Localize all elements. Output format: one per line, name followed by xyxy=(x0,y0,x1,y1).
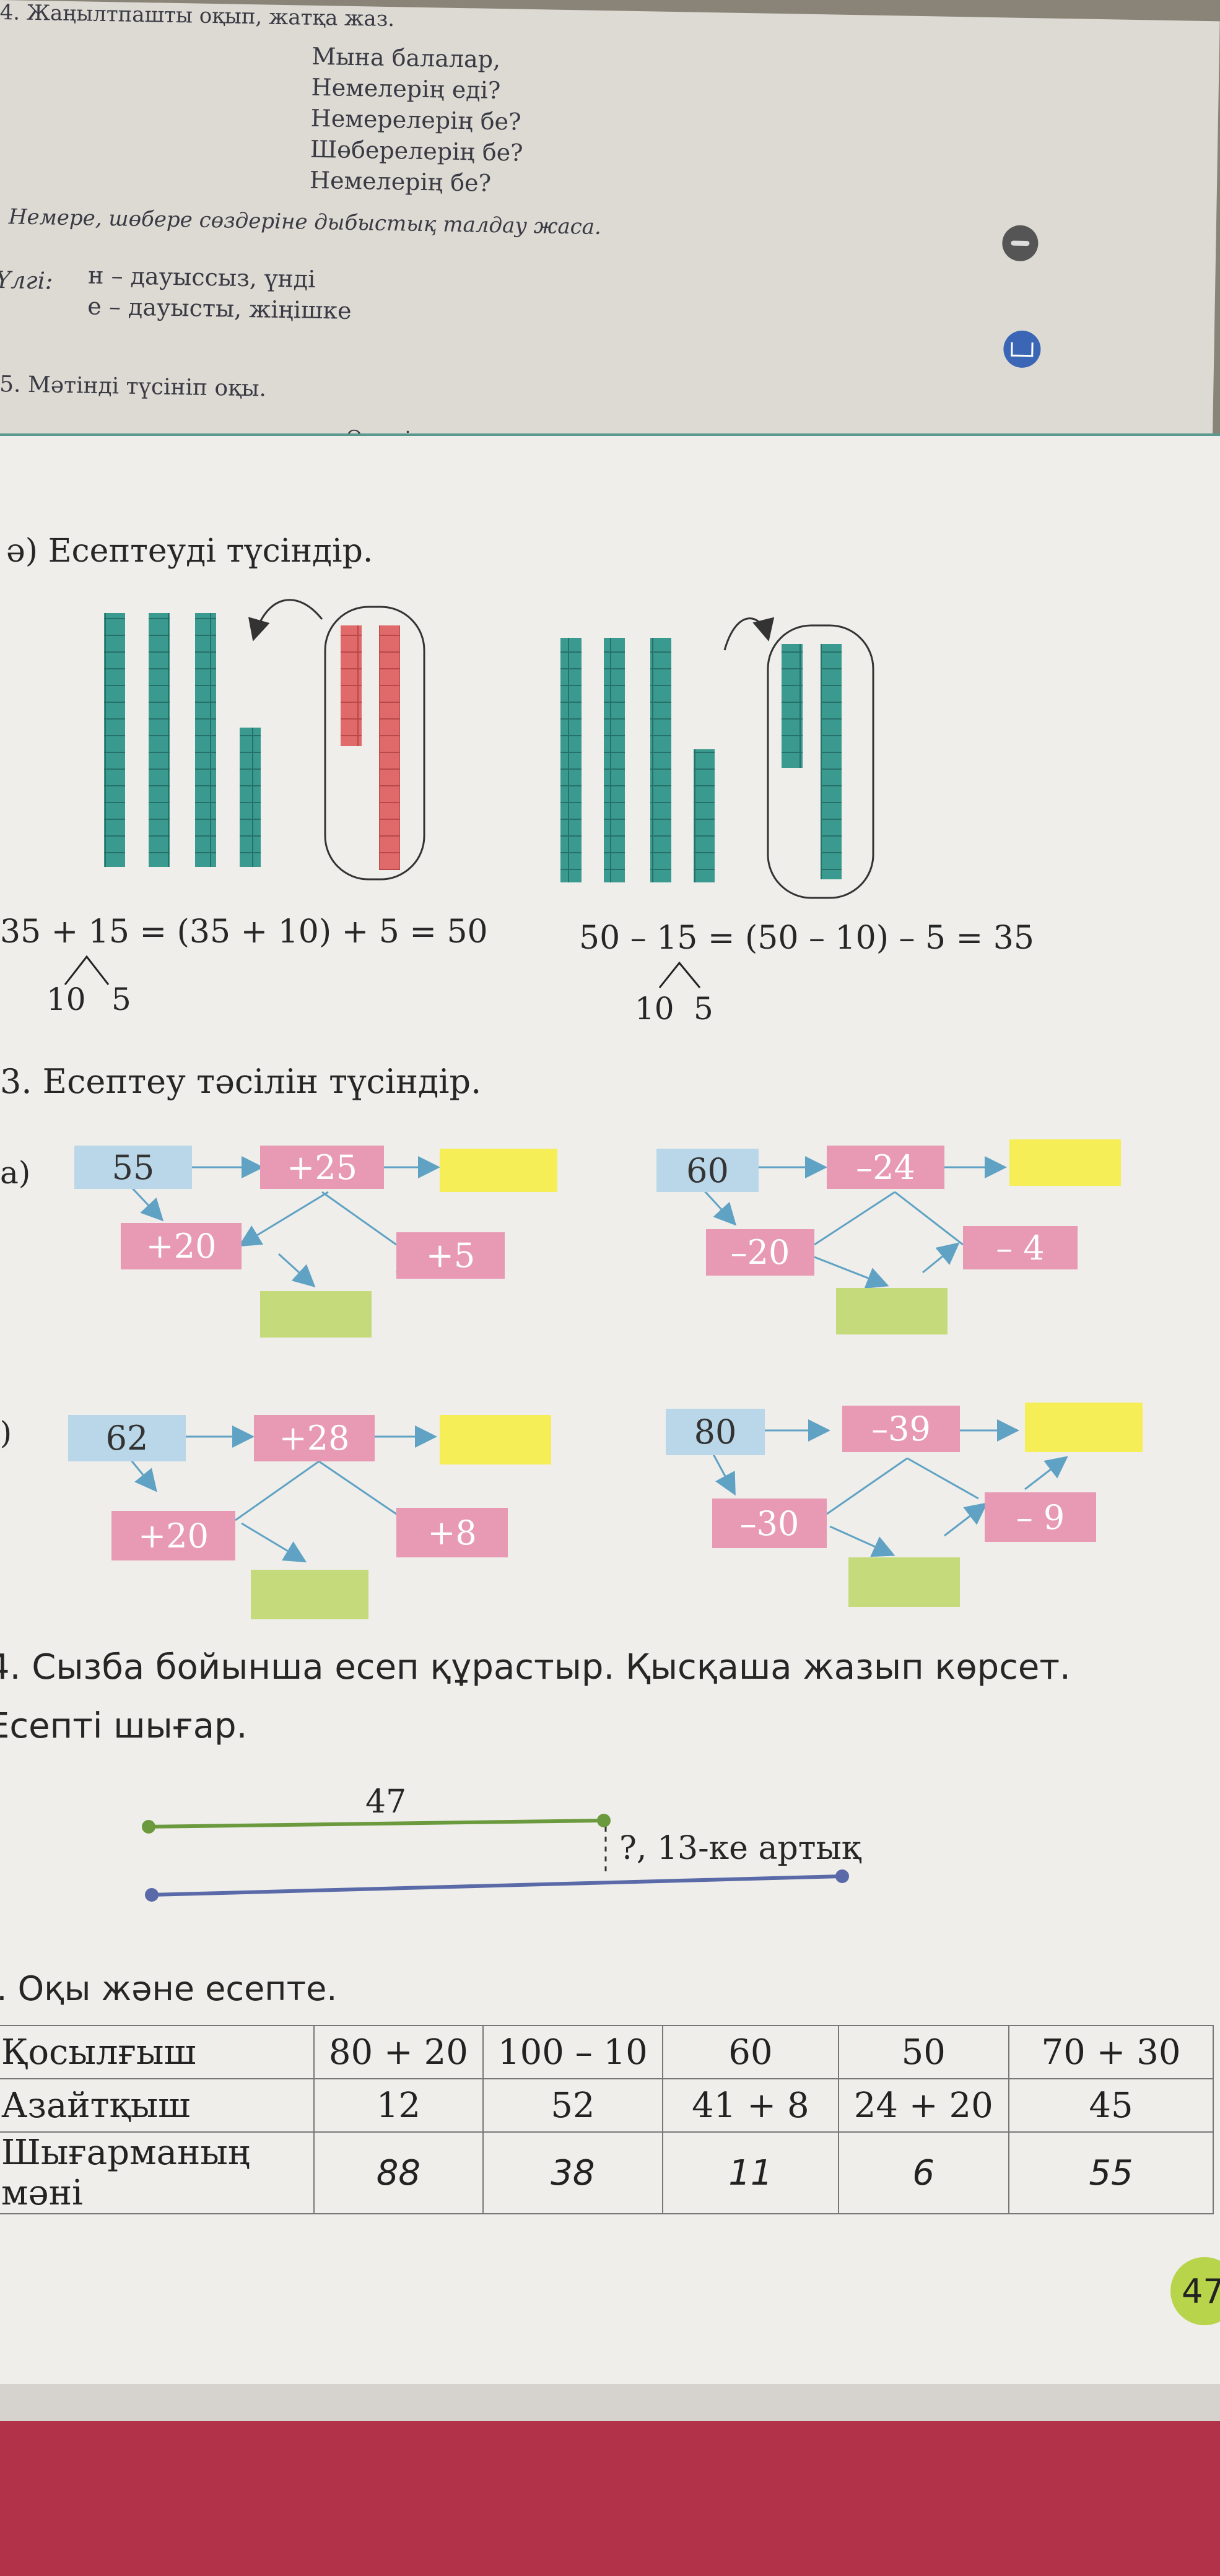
cell-b-3: 41 + 8 xyxy=(662,2078,839,2133)
segment-top-end-dot xyxy=(597,1814,611,1827)
answer-5[interactable]: 55 xyxy=(1008,2131,1214,2214)
cell-a-2: 100 – 10 xyxy=(482,2025,664,2079)
section-4-heading-line1: 4. Сызба бойынша есеп құрастыр. Қысқаша … xyxy=(0,1647,1071,1687)
row-label-result: Шығарманың мәні xyxy=(0,2131,315,2214)
cell-a-3: 60 xyxy=(662,2025,839,2079)
teal-ten-rod-1 xyxy=(104,613,125,867)
teal-rod-r6 xyxy=(821,644,842,879)
segment-bottom-start-dot xyxy=(145,1888,159,1902)
answer-3[interactable]: 11 xyxy=(662,2131,839,2214)
segment-bottom-line xyxy=(151,1874,843,1897)
calc-table: Қосылғыш 80 + 20 100 – 10 60 50 70 + 30 … xyxy=(0,2025,1214,2214)
segment-bottom-end-dot xyxy=(835,1869,849,1883)
cell-a-4: 50 xyxy=(837,2025,1009,2079)
diagram1-right: +5 xyxy=(396,1232,505,1279)
red-ten-rod xyxy=(379,625,400,870)
answer-1[interactable]: 88 xyxy=(313,2131,484,2214)
diagram2-mid: –24 xyxy=(827,1146,944,1189)
diagram2-result[interactable] xyxy=(1009,1139,1121,1186)
segment-label-47: 47 xyxy=(365,1783,407,1821)
diagram4-intermediate[interactable] xyxy=(848,1557,960,1607)
segment-top-line xyxy=(148,1819,604,1829)
table-row: Қосылғыш 80 + 20 100 – 10 60 50 70 + 30 xyxy=(0,2025,1214,2079)
teal-rod-r2 xyxy=(604,638,625,882)
diagram3-mid: +28 xyxy=(254,1415,375,1461)
split-left-tens: 10 xyxy=(46,981,86,1017)
section-4-heading-line2: Есепті шығар. xyxy=(0,1706,248,1746)
split-right-tens: 10 xyxy=(635,991,674,1027)
row-label-subtrahend: Азайтқыш xyxy=(0,2078,315,2133)
teal-ten-rod-3 xyxy=(195,613,216,867)
split-left-units: 5 xyxy=(111,981,131,1017)
label-b: ә) xyxy=(0,1415,12,1451)
diagram4-left: –30 xyxy=(712,1499,827,1548)
cell-a-1: 80 + 20 xyxy=(313,2025,484,2079)
diagram1-left: +20 xyxy=(121,1223,242,1269)
section-5-heading: 5. Оқы және есепте. xyxy=(0,1969,338,2008)
equation-right: 50 – 15 = (50 – 10) – 5 = 35 xyxy=(579,920,1034,957)
diagram1-mid: +25 xyxy=(260,1146,384,1189)
split-caret-right xyxy=(658,961,701,988)
diagram2-intermediate[interactable] xyxy=(836,1288,948,1334)
diagram4-result[interactable] xyxy=(1025,1403,1143,1452)
oval-outline-left xyxy=(324,606,425,881)
page-number-badge: 47 xyxy=(1170,2257,1220,2325)
diagram1-intermediate[interactable] xyxy=(260,1291,372,1338)
cell-b-4: 24 + 20 xyxy=(837,2078,1009,2133)
question-label: ?, 13-ке артық xyxy=(619,1830,861,1867)
teal-unit-rod xyxy=(240,728,261,867)
section-3-heading: 3. Есептеу тәсілін түсіндір. xyxy=(0,1062,482,1101)
teal-rod-r4 xyxy=(694,749,715,882)
teal-rod-r5 xyxy=(782,644,803,768)
split-caret-left xyxy=(64,955,110,985)
cell-b-1: 12 xyxy=(313,2078,484,2133)
answer-4[interactable]: 6 xyxy=(837,2131,1009,2214)
diagram3-right: +8 xyxy=(396,1508,508,1557)
section-a-heading: ә) Есептеуді түсіндір. xyxy=(6,533,373,570)
table-row: Шығарманың мәні 88 38 11 6 55 xyxy=(0,2131,1214,2214)
diagram2-start: 60 xyxy=(656,1149,759,1192)
fabric-background xyxy=(0,2421,1220,2576)
diagram1-result[interactable] xyxy=(440,1149,557,1192)
teal-ten-rod-2 xyxy=(149,613,170,867)
diagram3-result[interactable] xyxy=(440,1415,551,1464)
diagram3-start: 62 xyxy=(68,1415,186,1461)
red-unit-rod xyxy=(341,625,362,746)
move-arrow-left xyxy=(248,599,323,642)
label-a: а) xyxy=(0,1155,31,1191)
diagram2-left: –20 xyxy=(706,1229,814,1276)
cell-b-5: 45 xyxy=(1008,2078,1214,2133)
diagram4-start: 80 xyxy=(666,1409,765,1455)
cell-a-5: 70 + 30 xyxy=(1008,2025,1214,2079)
equation-left: 35 + 15 = (35 + 10) + 5 = 50 xyxy=(0,913,488,951)
cell-b-2: 52 xyxy=(482,2078,664,2133)
diagram4-right: – 9 xyxy=(985,1492,1096,1542)
diagram3-intermediate[interactable] xyxy=(251,1570,368,1619)
row-label-addend: Қосылғыш xyxy=(0,2025,315,2079)
answer-2[interactable]: 38 xyxy=(482,2131,664,2214)
teal-rod-r1 xyxy=(560,638,582,882)
diagram3-left: +20 xyxy=(111,1511,235,1560)
table-row: Азайтқыш 12 52 41 + 8 24 + 20 45 xyxy=(0,2078,1214,2133)
segment-top-start-dot xyxy=(142,1820,155,1834)
diagram1-start: 55 xyxy=(74,1146,192,1189)
move-arrow-right xyxy=(723,617,775,651)
split-right-units: 5 xyxy=(694,991,713,1027)
diagram2-right: – 4 xyxy=(963,1226,1078,1269)
teal-rod-r3 xyxy=(650,638,671,882)
diagram4-mid: –39 xyxy=(842,1406,960,1452)
oval-outline-right xyxy=(767,624,874,899)
